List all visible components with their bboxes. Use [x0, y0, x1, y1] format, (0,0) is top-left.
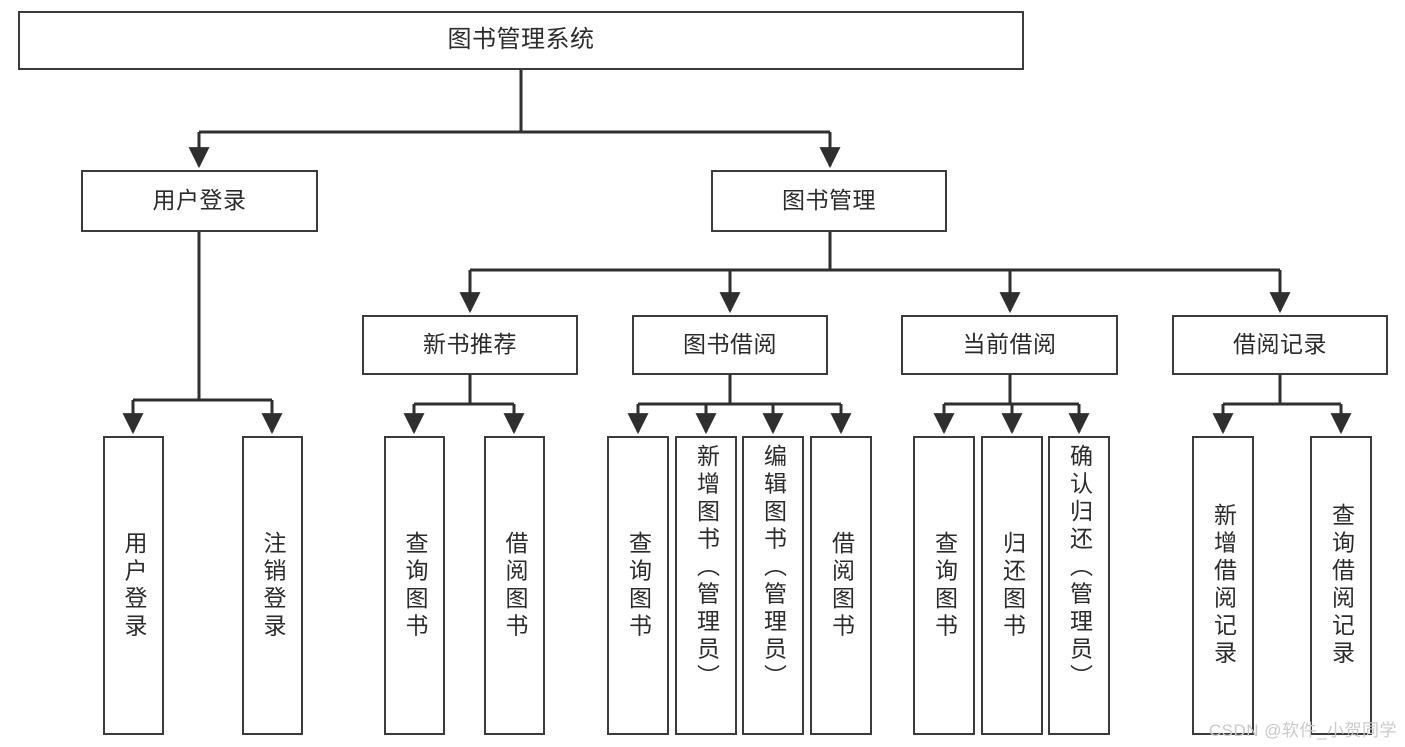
leaf-user-login-signin[interactable]: 用户登录 [103, 436, 164, 735]
node-label: 当前借阅 [962, 331, 1057, 358]
node-label: 编辑图书（管理员） [760, 444, 787, 692]
leaf-record-query-record[interactable]: 查询借阅记录 [1310, 436, 1372, 735]
node-label: 查询图书 [625, 530, 652, 641]
leaf-borrow-add-book-admin[interactable]: 新增图书（管理员） [675, 436, 737, 735]
leaf-current-return-book[interactable]: 归还图书 [981, 436, 1043, 735]
node-user-login[interactable]: 用户登录 [81, 170, 318, 232]
node-label: 新书推荐 [423, 331, 517, 358]
node-label: 归还图书 [999, 530, 1026, 641]
leaf-borrow-edit-book-admin[interactable]: 编辑图书（管理员） [742, 436, 804, 735]
node-label: 图书管理系统 [447, 26, 595, 54]
node-new-book-recommend[interactable]: 新书推荐 [362, 315, 578, 375]
node-label: 确认归还（管理员） [1066, 444, 1093, 692]
node-label: 借阅记录 [1233, 331, 1327, 358]
node-label: 新增借阅记录 [1210, 503, 1237, 668]
leaf-record-add-record[interactable]: 新增借阅记录 [1192, 436, 1254, 735]
node-root-system[interactable]: 图书管理系统 [18, 11, 1024, 70]
node-label: 用户登录 [121, 530, 147, 641]
leaf-recommend-borrow-book[interactable]: 借阅图书 [484, 436, 545, 735]
node-current-borrow[interactable]: 当前借阅 [901, 315, 1118, 375]
node-label: 查询借阅记录 [1328, 503, 1355, 668]
node-book-management[interactable]: 图书管理 [711, 170, 947, 232]
node-label: 借阅图书 [502, 530, 528, 641]
node-label: 借阅图书 [828, 530, 855, 641]
node-label: 注销登录 [260, 530, 286, 641]
node-borrow-record[interactable]: 借阅记录 [1172, 315, 1388, 375]
node-label: 查询图书 [931, 530, 958, 641]
node-book-borrow[interactable]: 图书借阅 [632, 315, 828, 375]
csdn-watermark: CSDN @软件_小贺同学 [1208, 721, 1397, 740]
node-label: 新增图书（管理员） [693, 444, 720, 692]
node-label: 图书管理 [782, 187, 876, 214]
leaf-current-query-book[interactable]: 查询图书 [913, 436, 975, 735]
leaf-recommend-query-book[interactable]: 查询图书 [384, 436, 445, 735]
leaf-current-confirm-return-admin[interactable]: 确认归还（管理员） [1048, 436, 1110, 735]
leaf-borrow-query-book[interactable]: 查询图书 [607, 436, 669, 735]
node-label: 图书借阅 [683, 331, 777, 358]
leaf-user-login-signout[interactable]: 注销登录 [242, 436, 303, 735]
node-label: 用户登录 [152, 187, 247, 214]
leaf-borrow-borrow-book[interactable]: 借阅图书 [810, 436, 872, 735]
node-label: 查询图书 [402, 530, 428, 641]
